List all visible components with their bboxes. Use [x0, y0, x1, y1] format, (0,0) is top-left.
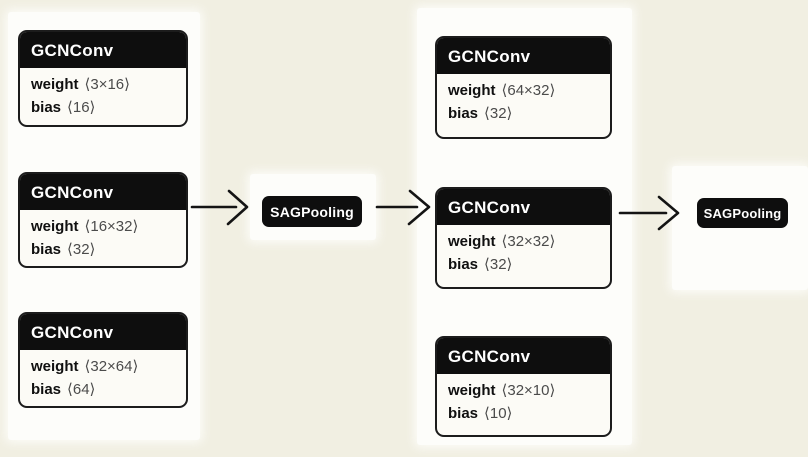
attr-value: ⟨32⟩: [484, 105, 513, 122]
bias-attr: bias ⟨64⟩: [31, 378, 175, 401]
attr-key: weight: [448, 233, 496, 250]
node-attrs: weight ⟨3×16⟩ bias ⟨16⟩: [20, 68, 186, 125]
sagpooling-node-2: SAGPooling: [697, 198, 788, 228]
attr-key: bias: [448, 105, 479, 122]
stage2-pool-panel: [672, 166, 808, 290]
attr-value: ⟨32×10⟩: [501, 382, 556, 399]
attr-key: weight: [31, 358, 79, 375]
attr-value: ⟨64⟩: [67, 381, 96, 398]
attr-value: ⟨32⟩: [484, 256, 513, 273]
attr-value: ⟨16×32⟩: [84, 218, 139, 235]
node-title: GCNConv: [437, 338, 610, 374]
weight-attr: weight ⟨32×64⟩: [31, 355, 175, 378]
node-title: GCNConv: [437, 189, 610, 225]
gcnconv-node-5: GCNConv weight ⟨32×32⟩ bias ⟨32⟩: [435, 187, 612, 289]
node-title: GCNConv: [437, 38, 610, 74]
sagpooling-node-1: SAGPooling: [262, 196, 362, 227]
weight-attr: weight ⟨64×32⟩: [448, 79, 599, 102]
attr-key: weight: [448, 82, 496, 99]
node-attrs: weight ⟨32×32⟩ bias ⟨32⟩: [437, 225, 610, 284]
weight-attr: weight ⟨16×32⟩: [31, 215, 175, 238]
weight-attr: weight ⟨3×16⟩: [31, 73, 175, 96]
bias-attr: bias ⟨16⟩: [31, 96, 175, 119]
gcnconv-node-6: GCNConv weight ⟨32×10⟩ bias ⟨10⟩: [435, 336, 612, 437]
node-title: GCNConv: [20, 314, 186, 350]
node-attrs: weight ⟨16×32⟩ bias ⟨32⟩: [20, 210, 186, 266]
gcnconv-node-2: GCNConv weight ⟨16×32⟩ bias ⟨32⟩: [18, 172, 188, 268]
attr-key: bias: [448, 405, 479, 422]
node-attrs: weight ⟨32×10⟩ bias ⟨10⟩: [437, 374, 610, 433]
attr-value: ⟨10⟩: [484, 405, 513, 422]
attr-key: weight: [31, 218, 79, 235]
attr-key: bias: [31, 241, 62, 258]
bias-attr: bias ⟨10⟩: [448, 402, 599, 425]
gcnconv-node-3: GCNConv weight ⟨32×64⟩ bias ⟨64⟩: [18, 312, 188, 408]
attr-value: ⟨32⟩: [67, 241, 96, 258]
attr-key: bias: [31, 381, 62, 398]
node-title: GCNConv: [20, 174, 186, 210]
weight-attr: weight ⟨32×10⟩: [448, 379, 599, 402]
attr-value: ⟨32×64⟩: [84, 358, 139, 375]
attr-value: ⟨3×16⟩: [84, 76, 131, 93]
arrow-stage1-to-pool1: [190, 189, 249, 226]
weight-attr: weight ⟨32×32⟩: [448, 230, 599, 253]
attr-value: ⟨32×32⟩: [501, 233, 556, 250]
attr-value: ⟨16⟩: [67, 99, 96, 116]
attr-value: ⟨64×32⟩: [501, 82, 556, 99]
node-attrs: weight ⟨32×64⟩ bias ⟨64⟩: [20, 350, 186, 406]
node-title: GCNConv: [20, 32, 186, 68]
bias-attr: bias ⟨32⟩: [448, 253, 599, 276]
gcnconv-node-1: GCNConv weight ⟨3×16⟩ bias ⟨16⟩: [18, 30, 188, 127]
attr-key: bias: [448, 256, 479, 273]
attr-key: weight: [448, 382, 496, 399]
attr-key: bias: [31, 99, 62, 116]
bias-attr: bias ⟨32⟩: [448, 102, 599, 125]
node-attrs: weight ⟨64×32⟩ bias ⟨32⟩: [437, 74, 610, 133]
bias-attr: bias ⟨32⟩: [31, 238, 175, 261]
attr-key: weight: [31, 76, 79, 93]
gcnconv-node-4: GCNConv weight ⟨64×32⟩ bias ⟨32⟩: [435, 36, 612, 139]
